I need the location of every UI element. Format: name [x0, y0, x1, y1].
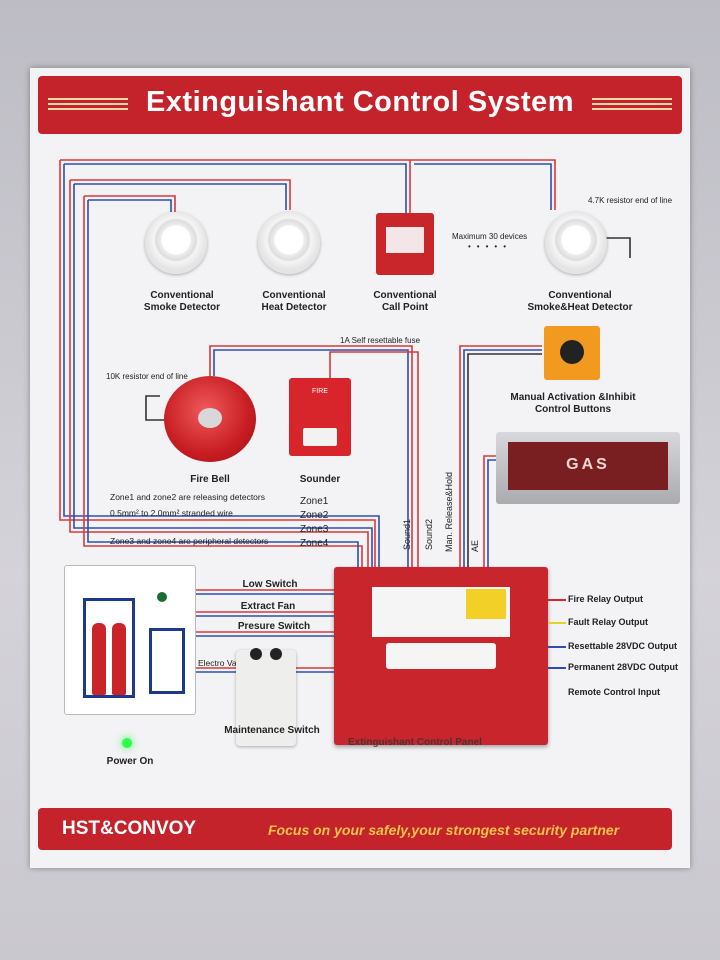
zone-note-releasing: Zone1 and zone2 are releasing detectors — [110, 492, 265, 502]
smoke-detector-icon — [145, 212, 207, 274]
page-title: Extinguishant Control System — [145, 86, 575, 118]
gas-cylinder-display — [64, 565, 196, 715]
sounder-icon: FIRE — [289, 378, 351, 456]
extract-fan-label: Extract Fan — [240, 601, 296, 612]
permanent-output-label: Permanent 28VDC Output — [568, 662, 679, 672]
remote-control-label: Remote Control Input — [568, 687, 660, 697]
power-on-label: Power On — [106, 756, 154, 767]
sound2-label: Sound2 — [424, 518, 434, 550]
call-point-icon — [376, 213, 434, 275]
resettable-output-label: Resettable 28VDC Output — [568, 641, 678, 651]
smoke-heat-detector-icon — [545, 212, 607, 274]
device-dots: ••••• — [468, 242, 513, 251]
zone3-label: Zone3 — [300, 524, 329, 535]
manual-activation-label: Manual Activation &Inhibit Control Butto… — [510, 392, 636, 415]
fire-bell-icon — [164, 376, 256, 462]
ae-label: AE — [470, 539, 480, 552]
zone4-label: Zone4 — [300, 538, 329, 549]
gas-sign: GAS — [496, 432, 680, 504]
permanent-output-arrow-icon — [548, 667, 566, 669]
heat-detector-label: Conventional Heat Detector — [261, 290, 327, 313]
manual-activation-box-icon — [544, 326, 600, 380]
fire-relay-label: Fire Relay Output — [568, 594, 644, 604]
fuse-label: 1A Self resettable fuse — [340, 336, 421, 345]
fire-bell-label: Fire Bell — [190, 474, 230, 485]
zone-note-peripheral: Zone3 and zone4 are peripheral detectors — [110, 536, 269, 546]
fault-relay-label: Fault Relay Output — [568, 617, 649, 627]
smoke-detector-label: Conventional Smoke Detector — [143, 290, 221, 313]
sound1-label: Sound1 — [402, 518, 412, 550]
footer-banner: HST&CONVOY Focus on your safely,your str… — [38, 808, 672, 850]
brand-name: HST&CONVOY — [62, 818, 197, 839]
maintenance-switch-label: Maintenance Switch — [224, 725, 320, 736]
panel-caption: Extinguishant Control Panel — [348, 737, 482, 748]
low-switch-label: Low Switch — [242, 579, 298, 590]
title-banner: Extinguishant Control System — [38, 76, 682, 134]
pressure-switch-label: Presure Switch — [237, 621, 311, 632]
bell-resistor-label: 10K resistor end of line — [106, 372, 188, 381]
extinguishant-control-panel: Extinguishant Control Panel — [334, 567, 548, 748]
max-devices-label: Maximum 30 devices — [452, 232, 528, 241]
maintenance-switch-icon — [236, 648, 296, 746]
zone1-label: Zone1 — [300, 496, 329, 507]
gas-sign-text: GAS — [566, 456, 610, 473]
slogan: Focus on your safely,your strongest secu… — [268, 822, 620, 838]
electro-valve-label: Electro Valve — [198, 658, 248, 668]
fault-relay-arrow-icon — [548, 622, 566, 624]
heat-detector-icon — [258, 212, 320, 274]
resettable-output-arrow-icon — [548, 646, 566, 648]
zone2-label: Zone2 — [300, 510, 329, 521]
banner-stripes-left — [48, 98, 128, 110]
fire-relay-arrow-icon — [548, 599, 566, 601]
power-led-icon — [122, 738, 132, 748]
call-point-label: Conventional Call Point — [373, 290, 437, 313]
sounder-label: Sounder — [299, 474, 341, 485]
man-release-label: Man. Release&Hold — [444, 471, 454, 552]
smoke-heat-detector-label: Conventional Smoke&Heat Detector — [527, 290, 633, 313]
banner-stripes-right — [592, 98, 672, 110]
wire-note: 0.5mm² to 2.0mm² stranded wire — [110, 508, 233, 518]
eol-resistor-label: 4.7K resistor end of line — [588, 196, 673, 205]
